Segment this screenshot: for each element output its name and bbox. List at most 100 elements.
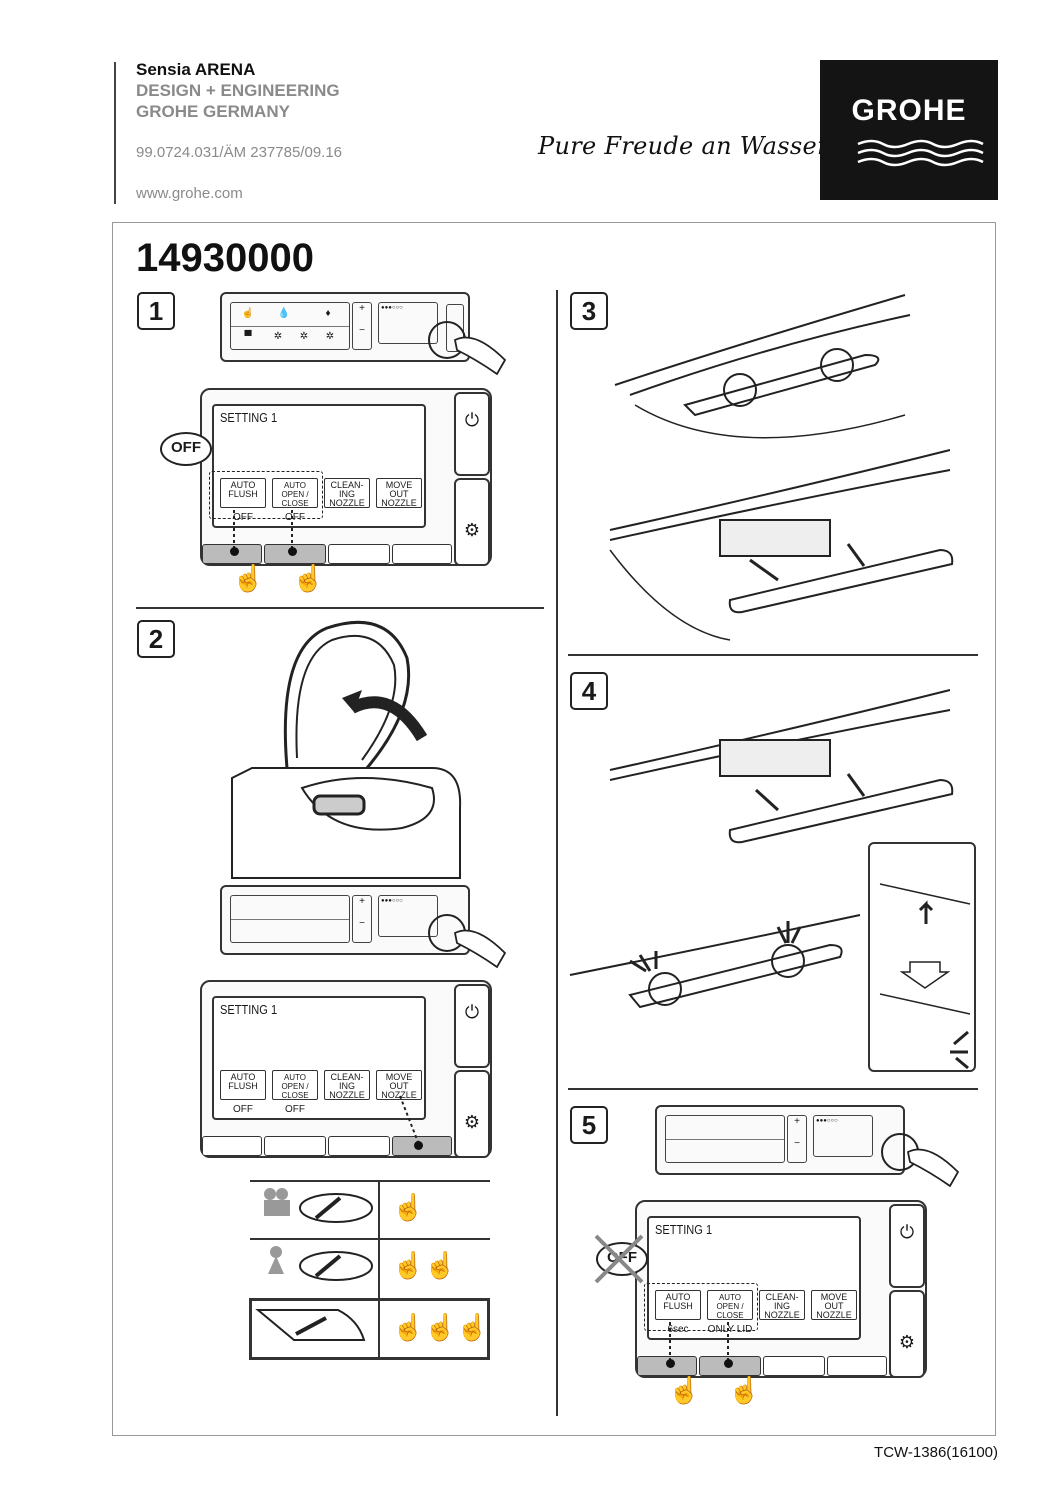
step-2-number: 2 — [137, 620, 175, 658]
panel-side-buttons[interactable] — [446, 304, 464, 352]
power-icon: ⏻ — [464, 410, 480, 430]
rear-wash-icon[interactable]: ☝ — [241, 308, 255, 319]
move-out-nozzle-button[interactable]: MOVE OUT NOZZLE — [811, 1290, 857, 1320]
step-divider-4-5 — [568, 1088, 978, 1090]
power-button[interactable]: ⏻ — [454, 984, 490, 1068]
auto-open-value: ONLY LID — [707, 1324, 753, 1335]
setting-screen: SETTING 1 AUTO FLUSH AUTO OPEN / CLOSE C… — [212, 404, 426, 528]
settings-button[interactable]: ⚙ — [454, 478, 490, 566]
latch-detail-illustration — [879, 883, 971, 1070]
gear-icon: ⚙ — [463, 1112, 481, 1132]
hand-press-icon: ☝ — [424, 1312, 457, 1342]
detail-inset — [868, 842, 976, 1072]
stop-icon[interactable]: ▀ — [244, 331, 252, 342]
rear-wash-users-illustration — [264, 1188, 373, 1223]
soft-key-3[interactable] — [328, 1136, 390, 1156]
highlight-dashed-box — [209, 471, 323, 519]
table-highlight-row — [249, 1298, 490, 1360]
water-drop-icon[interactable]: 💧 — [277, 308, 291, 319]
control-panel-step5: +− ●●●○○○ — [655, 1105, 905, 1175]
step-5-number: 5 — [570, 1106, 608, 1144]
lady-wash-user-illustration — [268, 1246, 373, 1281]
gear-icon: ⚙ — [898, 1332, 916, 1352]
display-unit-step2: SETTING 1 AUTO FLUSH AUTO OPEN / CLOSE C… — [200, 980, 492, 1158]
model-number: 14930000 — [136, 236, 314, 280]
move-out-nozzle-button[interactable]: MOVE OUT NOZZLE — [376, 478, 422, 508]
setting-screen: SETTING 1 AUTO FLUSH AUTO OPEN / CLOSE C… — [647, 1216, 861, 1340]
auto-open-close-button[interactable]: AUTO OPEN / CLOSE — [272, 1070, 318, 1100]
cleaning-nozzle-button[interactable]: CLEAN- ING NOZZLE — [759, 1290, 805, 1320]
plus-minus-buttons[interactable]: +− — [352, 895, 372, 943]
grohe-logo: GROHE — [820, 60, 998, 200]
setting-title: SETTING 1 — [655, 1222, 713, 1237]
dryer-icon[interactable]: ✲ — [325, 331, 335, 342]
soft-key-4[interactable] — [827, 1356, 887, 1376]
website-link[interactable]: www.grohe.com — [136, 185, 243, 202]
soft-key-3[interactable] — [328, 544, 390, 564]
step-1-number: 1 — [137, 292, 175, 330]
auto-flush-button[interactable]: AUTO FLUSH — [655, 1290, 701, 1320]
auto-open-close-button[interactable]: AUTO OPEN / CLOSE — [272, 478, 318, 508]
toilet-open-lid-illustration — [231, 620, 462, 879]
auto-flush-value: OFF — [233, 512, 253, 523]
settings-button[interactable]: ⚙ — [889, 1290, 925, 1378]
press-dot-1 — [666, 1359, 675, 1368]
setting-title: SETTING 1 — [220, 1002, 278, 1017]
highlight-dashed-box — [644, 1283, 758, 1331]
plus-minus-buttons[interactable]: +− — [352, 302, 372, 350]
document-number: 99.0724.031/ÄM 237785/09.16 — [136, 144, 343, 161]
off-bubble-crossed: OFF — [596, 1242, 648, 1276]
panel-mini-display: ●●●○○○ — [813, 1115, 873, 1157]
auto-flush-button[interactable]: AUTO FLUSH — [220, 1070, 266, 1100]
power-icon: ⏻ — [899, 1222, 915, 1242]
table-divider — [378, 1180, 380, 1360]
power-button[interactable]: ⏻ — [889, 1204, 925, 1288]
auto-flush-value: 6sec — [667, 1324, 689, 1335]
spray-wide-icon[interactable]: ✲ — [299, 331, 309, 342]
soft-key-3[interactable] — [763, 1356, 825, 1376]
panel-keys: ☝ 💧 ♦ ▀ ✲ ✲ ✲ — [230, 302, 350, 350]
cleaning-nozzle-button[interactable]: CLEAN- ING NOZZLE — [324, 1070, 370, 1100]
hand-press-icon: ☝ — [232, 563, 265, 593]
display-unit-step1: SETTING 1 AUTO FLUSH AUTO OPEN / CLOSE C… — [200, 388, 492, 566]
content-frame — [112, 222, 996, 1436]
dotted-connectors — [669, 1322, 729, 1364]
setting-title: SETTING 1 — [220, 410, 278, 425]
auto-flush-button[interactable]: AUTO FLUSH — [220, 478, 266, 508]
soft-key-1[interactable] — [202, 1136, 262, 1156]
plus-minus-buttons[interactable]: +− — [787, 1115, 807, 1163]
nozzle-extended-illustration — [255, 1309, 366, 1341]
step-divider-3-4 — [568, 654, 978, 656]
auto-flush-value: OFF — [233, 1104, 253, 1115]
soft-key-2[interactable] — [264, 1136, 326, 1156]
column-divider — [556, 290, 558, 1416]
finger-press-icon — [428, 914, 507, 969]
soft-key-4[interactable] — [392, 544, 452, 564]
settings-button[interactable]: ⚙ — [454, 1070, 490, 1158]
logo-text: GROHE — [851, 94, 967, 127]
step-4-number: 4 — [570, 672, 608, 710]
footer-code: TCW-1386(16100) — [874, 1444, 998, 1461]
auto-open-close-button[interactable]: AUTO OPEN / CLOSE — [707, 1290, 753, 1320]
gear-icon: ⚙ — [463, 520, 481, 540]
cross-out-icon — [594, 1234, 644, 1284]
slogan: Pure Freude an Wasser — [538, 132, 829, 160]
control-panel-step2: +− ●●●○○○ — [220, 885, 470, 955]
step-3-number: 3 — [570, 292, 608, 330]
table-top-rule — [250, 1180, 490, 1182]
spray-icon[interactable]: ✲ — [273, 331, 283, 342]
hand-press-icon: ☝ — [392, 1250, 425, 1280]
cleaning-nozzle-button[interactable]: CLEAN- ING NOZZLE — [324, 478, 370, 508]
logo-waves-icon — [857, 139, 984, 167]
nozzle-cover-removed-illustration — [609, 449, 954, 641]
move-out-nozzle-button[interactable]: MOVE OUT NOZZLE — [376, 1070, 422, 1100]
power-button[interactable]: ⏻ — [454, 392, 490, 476]
press-dot-1 — [230, 547, 239, 556]
hand-press-icon: ☝ — [456, 1312, 489, 1342]
nozzle-cover-clicked-illustration — [569, 914, 861, 1009]
table-row-rule — [250, 1238, 490, 1240]
drop-icon[interactable]: ♦ — [325, 308, 331, 319]
dotted-connector — [399, 1095, 419, 1143]
display-unit-step5: SETTING 1 AUTO FLUSH AUTO OPEN / CLOSE C… — [635, 1200, 927, 1378]
control-panel-step1: ☝ 💧 ♦ ▀ ✲ ✲ ✲ +− ●●●○○○ — [220, 292, 470, 362]
